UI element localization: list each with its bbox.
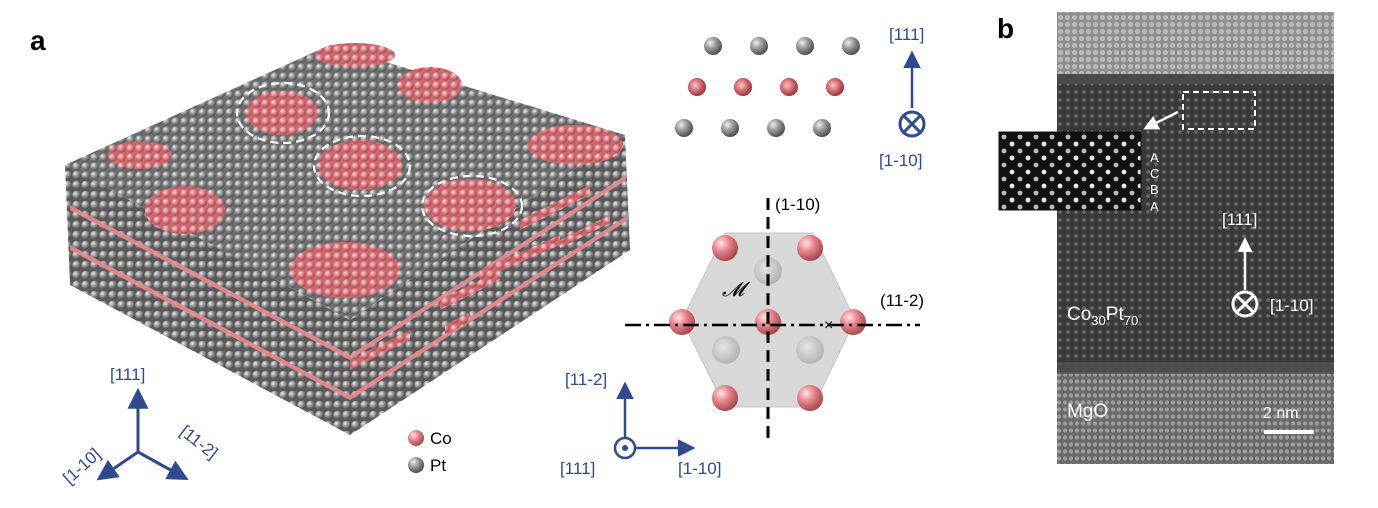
plane-label-1-10: (1-10) [775, 195, 820, 214]
panel-b-label: b [997, 13, 1014, 44]
atomic-slab-model [65, 43, 630, 435]
stack-letter: C [1150, 166, 1159, 181]
legend-pt-marker [408, 457, 424, 473]
hex-axes: [11-2] [1-10] [111] [560, 370, 721, 478]
legend-co-label: Co [430, 429, 452, 448]
stack-letter: A [1150, 199, 1159, 214]
hex-axis-label-1-10: [1-10] [678, 459, 721, 478]
stack-letter: B [1150, 182, 1159, 197]
cross-mark-icon: × [824, 317, 833, 334]
scale-bar-label: 2 nm [1263, 405, 1299, 422]
hrtem-label-1-10: [1-10] [1270, 296, 1313, 315]
hrtem-image [1057, 12, 1334, 464]
axis-label-111: [111] [110, 365, 145, 384]
stacking-inset: A C B A [998, 91, 1256, 214]
legend: Co Pt [408, 429, 452, 475]
scale-bar: 2 nm [1263, 405, 1314, 434]
hex-axis-label-111: [111] [560, 459, 595, 478]
stack-label-1-10: [1-10] [879, 151, 922, 170]
hex-axis-label-11-2: [11-2] [565, 370, 607, 389]
stack-label-111: [111] [889, 25, 924, 44]
hrtem-label-111: [111] [1222, 210, 1257, 229]
inset-source-box [1182, 91, 1256, 130]
axis-label-11-2: [11-2] [176, 422, 221, 463]
mirror-symbol: 𝓜 [722, 279, 751, 301]
stacking-view: [111] [1-10] [675, 25, 926, 170]
stack-letter: A [1150, 150, 1159, 165]
substrate-label: MgO [1067, 401, 1108, 422]
film-label: Co30Pt70 [1067, 304, 1138, 328]
panel-a-label: a [30, 25, 46, 56]
axes-3d: [111] [1-10] [11-2] [59, 365, 221, 488]
axis-label-1-10: [1-10] [59, 445, 104, 488]
hrtem-directions: [111] [1-10] [1222, 210, 1313, 318]
into-page-icon [1231, 290, 1259, 318]
hexagon-view: × (1-10) (11-2) 𝓜 [625, 195, 924, 445]
legend-pt-label: Pt [430, 456, 446, 475]
plane-label-11-2: (11-2) [880, 291, 924, 310]
legend-co-marker [408, 430, 424, 446]
